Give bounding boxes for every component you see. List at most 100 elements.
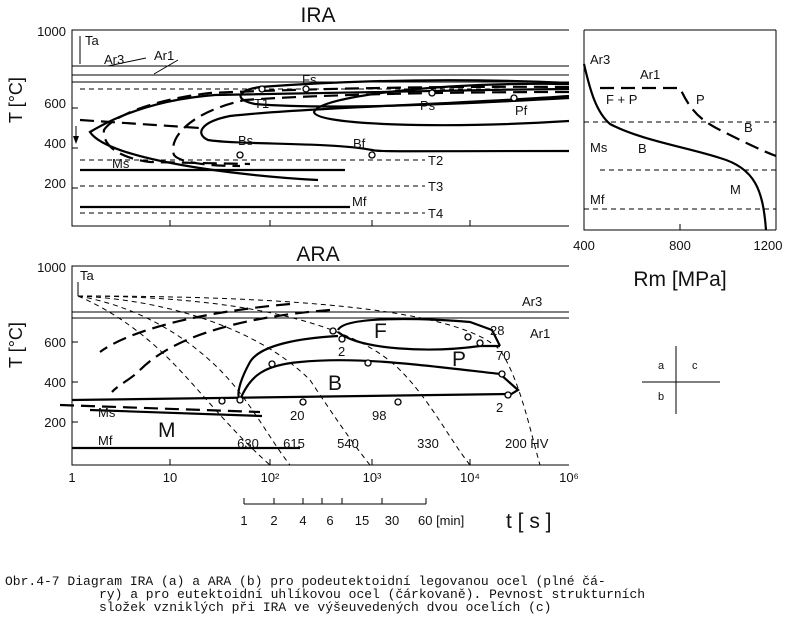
ira-title: IRA	[300, 4, 335, 27]
ira-label-mf: Mf	[352, 194, 367, 209]
ara-point-6	[364, 359, 372, 367]
ara-ytick-200: 200	[44, 415, 66, 430]
ira-point-t1	[258, 85, 266, 93]
ara-martensite-line	[89, 408, 263, 418]
ira-panel: IRA T [°C] 1000 600 400 200	[6, 4, 570, 227]
ara-y-ticks	[72, 341, 78, 423]
ara-hardness-200: 200 HV	[505, 436, 549, 451]
ira-label-fs: Fs	[302, 72, 317, 87]
ira-point-pf	[510, 94, 518, 102]
ara-pearlite-start	[337, 331, 500, 351]
strength-xtick-400: 400	[573, 238, 595, 253]
ara-point-8	[218, 397, 226, 405]
ara-y-axis-label: T [°C]	[6, 322, 26, 368]
ira-label-t1: T1	[254, 96, 269, 111]
ira-x-ticks	[169, 220, 471, 226]
ara-point-7	[498, 370, 506, 378]
ira-ytick-200: 200	[44, 176, 66, 191]
ara-hardness-540: 540	[337, 436, 359, 451]
strength-xtick-1200: 1200	[754, 238, 783, 253]
panel-key: a c b	[642, 346, 720, 414]
ara-number-70: 70	[496, 348, 510, 363]
ara-ytick-1000: 1000	[37, 260, 66, 275]
ara-frame	[71, 265, 569, 466]
ira-cooling-arrowhead	[73, 136, 79, 144]
ara-x-axis-label: t [ s ]	[506, 510, 552, 533]
ira-label-ps: Ps	[420, 98, 436, 113]
ara-point-12	[504, 391, 512, 399]
ara-label-ar3: Ar3	[522, 294, 542, 309]
strength-label-b1: B	[638, 141, 647, 156]
ira-ytick-600: 600	[44, 96, 66, 111]
ara-eutectoid-curve-1	[99, 302, 291, 353]
ira-eutectoid-start-curve	[102, 85, 570, 166]
ara-point-1	[329, 327, 337, 335]
ara-xtick-100: 10²	[261, 470, 280, 485]
ara-ytick-400: 400	[44, 375, 66, 390]
ara-point-4	[476, 339, 484, 347]
ara-point-5	[268, 360, 276, 368]
ira-ar1-leader	[153, 59, 179, 75]
ara-label-b: B	[328, 372, 342, 395]
ira-eutectoid-finish-curve	[171, 90, 570, 168]
minute-tick-4: 4	[299, 513, 306, 528]
ara-label-ta: Ta	[80, 268, 95, 283]
ara-cooling-curve-4	[77, 295, 471, 466]
ara-xtick-10: 10	[163, 470, 177, 485]
ara-xtick-10000: 10⁴	[460, 470, 480, 485]
ara-bainite-top	[238, 359, 520, 401]
ara-number-20: 20	[290, 408, 304, 423]
strength-label-ar1: Ar1	[640, 67, 660, 82]
ira-label-ta: Ta	[85, 33, 100, 48]
ara-cooling-curve-5	[77, 295, 541, 466]
strength-label-m: M	[730, 182, 741, 197]
ara-label-m: M	[158, 419, 176, 442]
panel-key-a: a	[658, 360, 665, 372]
ara-ferrite-region	[337, 317, 501, 347]
ira-label-ar3: Ar3	[104, 52, 124, 67]
ara-point-2	[338, 335, 346, 343]
ira-point-bf	[368, 151, 376, 159]
ira-ytick-1000: 1000	[37, 24, 66, 39]
ara-panel: ARA T [°C] 1000 600 400 200	[6, 243, 579, 533]
strength-frame	[583, 29, 777, 231]
ira-label-t3: T3	[428, 179, 443, 194]
strength-label-p: P	[696, 92, 705, 107]
ira-frame	[71, 29, 569, 227]
ara-eutectoid-curve-2	[111, 308, 331, 393]
ara-point-10	[299, 398, 307, 406]
strength-alloy-curve	[582, 63, 768, 231]
ara-eutectoid-ms-dash	[59, 403, 261, 414]
ira-point-bs	[236, 151, 244, 159]
panel-key-b: b	[658, 391, 664, 403]
ara-cooling-curve-2	[77, 295, 291, 466]
ira-finish-curve	[200, 94, 570, 153]
ara-xtick-1000: 10³	[363, 470, 382, 485]
ara-title: ARA	[296, 243, 339, 266]
ara-label-mf: Mf	[98, 433, 113, 448]
ira-label-bf: Bf	[353, 136, 366, 151]
strength-label-mf: Mf	[590, 192, 605, 207]
strength-label-fp: F + P	[606, 92, 637, 107]
ara-number-2b: 2	[496, 400, 503, 415]
ira-label-t2: T2	[428, 153, 443, 168]
ara-xtick-1: 1	[68, 470, 75, 485]
ira-y-ticks	[72, 107, 78, 189]
strength-x-axis-label: Rm [MPa]	[633, 268, 726, 291]
ara-label-f: F	[374, 320, 387, 343]
ara-xtick-1000000: 10⁶	[559, 470, 579, 485]
caption-line-3: složek vzniklých při IRA ve výšeuvedenýc…	[99, 600, 551, 615]
minute-tick-60: 60 [min]	[418, 513, 464, 528]
ara-label-p: P	[452, 348, 466, 371]
strength-label-ar3: Ar3	[590, 52, 610, 67]
strength-eutectoid-curve	[600, 86, 777, 158]
panel-key-c: c	[692, 360, 698, 372]
ara-label-ar1: Ar1	[530, 326, 550, 341]
minute-tick-6: 6	[326, 513, 333, 528]
strength-label-ms: Ms	[590, 140, 608, 155]
minute-tick-1: 1	[240, 513, 247, 528]
ira-point-ps	[428, 89, 436, 97]
panel-key-cross	[642, 346, 720, 414]
minute-scale	[243, 498, 427, 505]
